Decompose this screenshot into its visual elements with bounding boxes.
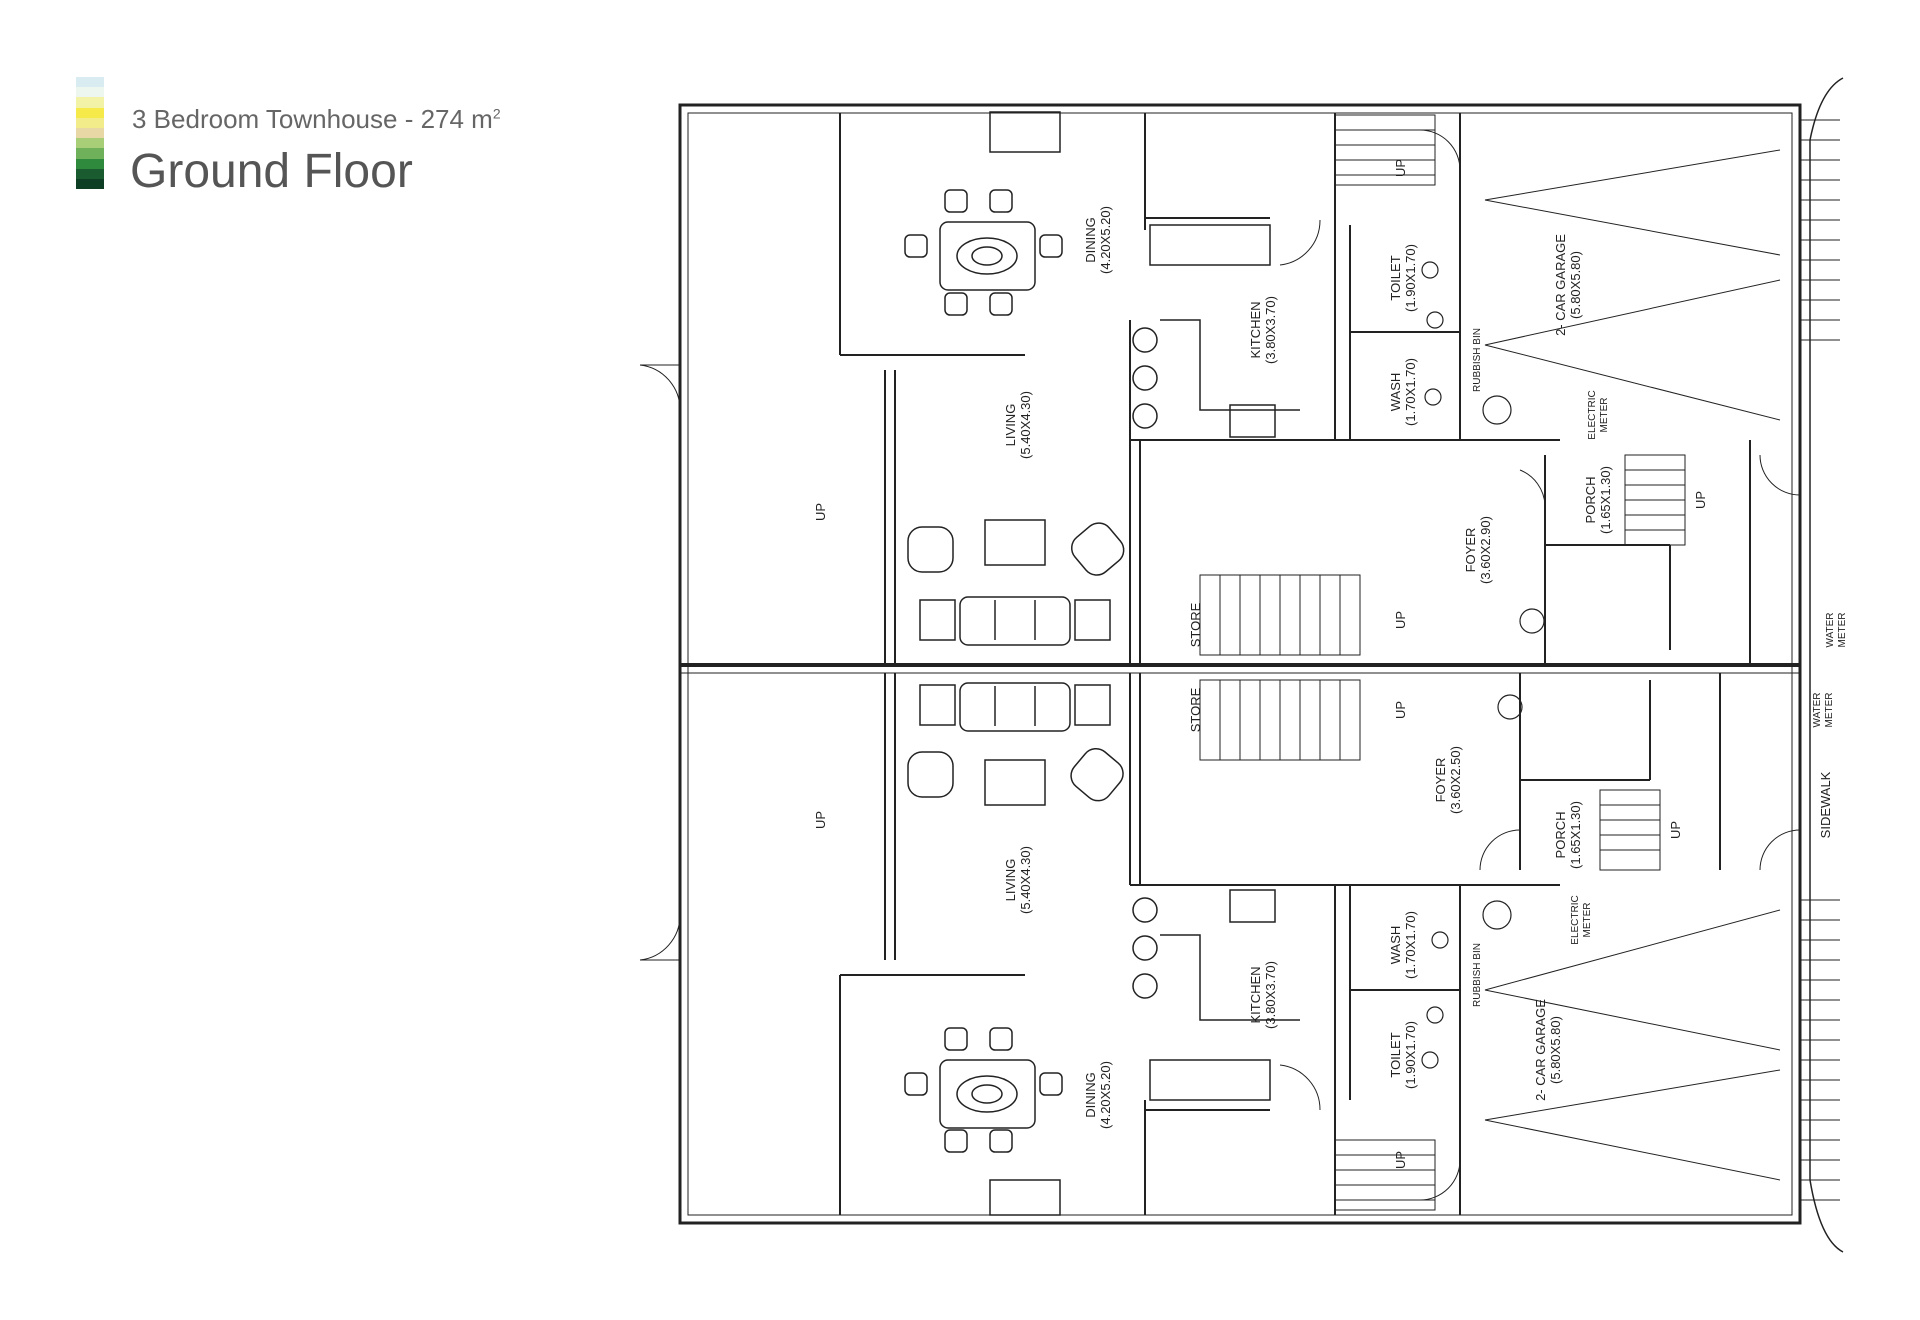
lower-unit-walls [839, 673, 1721, 1215]
room-dim-porch-lower: (1.65X1.30) [1568, 801, 1583, 869]
legend-swatch-band [76, 138, 104, 149]
page-title: Ground Floor [130, 145, 413, 198]
water-meter-label-lower-2: METER [1824, 693, 1835, 728]
rubbish-bin-label-upper: RUBBISH BIN [1472, 328, 1483, 392]
room-dim-dining-upper: (4.20X5.20) [1098, 206, 1113, 274]
bathroom-fixtures [1421, 261, 1545, 1069]
legend-swatch-band [76, 178, 104, 190]
legend-swatch-band [76, 77, 104, 88]
room-label-toilet-lower: TOILET [1388, 1032, 1403, 1077]
room-label-garage-upper: 2- CAR GARAGE [1553, 234, 1568, 336]
room-dim-porch-upper: (1.65X1.30) [1598, 466, 1613, 534]
rubbish-bin-label-lower: RUBBISH BIN [1472, 943, 1483, 1007]
upper-unit-labels: DINING (4.20X5.20) LIVING (5.40X4.30) KI… [813, 159, 1848, 648]
sidewalk-curb [1809, 77, 1844, 1253]
room-dim-foyer-upper: (3.60X2.90) [1478, 516, 1493, 584]
up-label-stair-upper: UP [1393, 159, 1408, 177]
legend-swatch-band [76, 158, 104, 169]
stairs-lower [1199, 679, 1661, 1211]
lower-unit-labels: DINING (4.20X5.20) LIVING (5.40X4.30) KI… [813, 687, 1835, 1169]
water-meter-label-lower-1: WATER [1812, 693, 1823, 728]
room-label-porch-upper: PORCH [1583, 477, 1598, 524]
room-label-toilet-upper: TOILET [1388, 255, 1403, 300]
room-dim-kitchen-upper: (3.80X3.70) [1263, 296, 1278, 364]
garage-car-markings [1484, 149, 1781, 1181]
electric-meter-label-upper-2: METER [1599, 398, 1610, 433]
dining-table-upper [904, 189, 1063, 316]
electric-meter-label-lower-2: METER [1582, 903, 1593, 938]
room-dim-wash-lower: (1.70X1.70) [1403, 911, 1418, 979]
up-label-stair-lower: UP [1393, 1151, 1408, 1169]
electric-meter-label-upper-1: ELECTRIC [1587, 390, 1598, 439]
room-dim-wash-upper: (1.70X1.70) [1403, 358, 1418, 426]
room-label-living-upper: LIVING [1003, 404, 1018, 447]
living-furniture-upper [907, 111, 1125, 646]
room-dim-living-lower: (5.40X4.30) [1018, 846, 1033, 914]
room-dim-garage-lower: (5.80X5.80) [1548, 1016, 1563, 1084]
up-label-porch-upper: UP [1693, 491, 1708, 509]
room-label-kitchen-lower: KITCHEN [1248, 966, 1263, 1023]
legend-swatch-band [76, 87, 104, 98]
sidewalk-hatching [1800, 119, 1840, 1201]
room-dim-garage-upper: (5.80X5.80) [1568, 251, 1583, 319]
legend-swatch-band [76, 127, 104, 139]
room-dim-foyer-lower: (3.60X2.50) [1448, 746, 1463, 814]
water-meter-label-upper-2: METER [1837, 613, 1848, 648]
room-label-kitchen-upper: KITCHEN [1248, 301, 1263, 358]
legend-swatch-band [76, 107, 104, 118]
room-dim-kitchen-lower: (3.80X3.70) [1263, 961, 1278, 1029]
legend-swatch-band [76, 148, 104, 159]
plan-subtitle: 3 Bedroom Townhouse - 274 m2 [132, 104, 501, 134]
room-label-wash-upper: WASH [1388, 373, 1403, 412]
kitchen-counters [1132, 224, 1300, 1101]
doors [639, 129, 1801, 1201]
room-label-dining-upper: DINING [1083, 217, 1098, 263]
electric-meter-label-lower-1: ELECTRIC [1570, 895, 1581, 944]
room-label-foyer-upper: FOYER [1463, 528, 1478, 573]
up-label-living-upper: UP [813, 503, 828, 521]
room-dim-toilet-lower: (1.90X1.70) [1403, 1021, 1418, 1089]
room-dim-living-upper: (5.40X4.30) [1018, 391, 1033, 459]
up-label-store-lower: UP [1393, 701, 1408, 719]
room-label-dining-lower: DINING [1083, 1072, 1098, 1118]
room-label-living-lower: LIVING [1003, 859, 1018, 902]
room-label-wash-lower: WASH [1388, 926, 1403, 965]
water-meter-label-upper-1: WATER [1825, 613, 1836, 648]
room-dim-toilet-upper: (1.90X1.70) [1403, 244, 1418, 312]
room-label-foyer-lower: FOYER [1433, 758, 1448, 803]
room-label-garage-lower: 2- CAR GARAGE [1533, 999, 1548, 1101]
legend-swatch-band [76, 97, 104, 108]
room-label-porch-lower: PORCH [1553, 812, 1568, 859]
room-label-store-upper: STORE [1188, 602, 1203, 647]
up-label-store-upper: UP [1393, 611, 1408, 629]
room-label-store-lower: STORE [1188, 687, 1203, 732]
room-dim-dining-lower: (4.20X5.20) [1098, 1061, 1113, 1129]
legend-swatch-band [76, 168, 104, 179]
legend-swatch-band [76, 117, 104, 128]
stairs-upper [1199, 114, 1686, 656]
up-label-porch-lower: UP [1668, 821, 1683, 839]
living-furniture-lower [907, 682, 1124, 1216]
upper-unit-walls [839, 113, 1751, 665]
dining-table-lower [904, 1027, 1063, 1153]
sidewalk-label: SIDEWALK [1818, 771, 1833, 838]
up-label-living-lower: UP [813, 811, 828, 829]
color-legend-swatch [76, 77, 104, 190]
